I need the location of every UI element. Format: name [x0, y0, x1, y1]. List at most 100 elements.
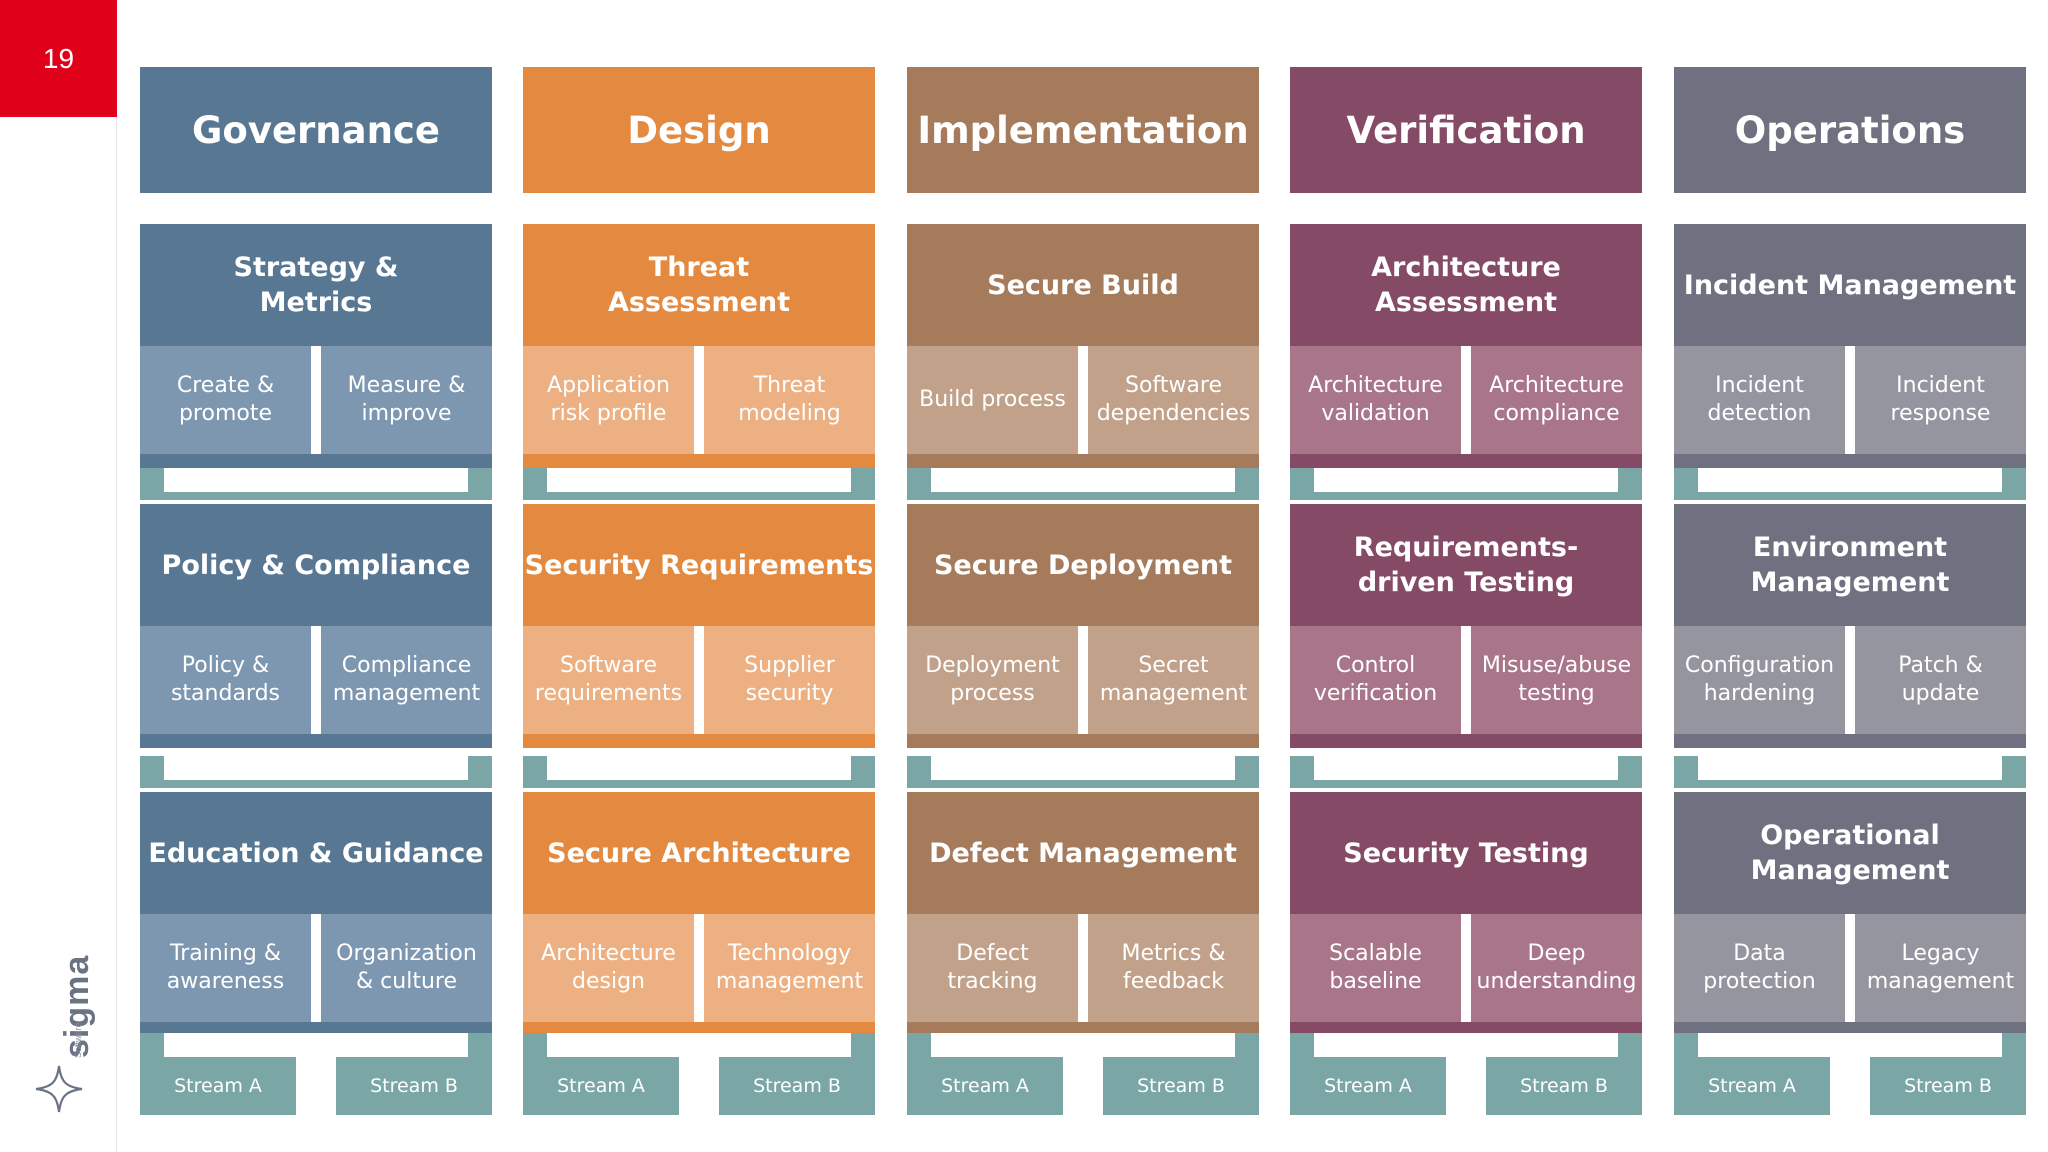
activity-b: Technology management — [704, 914, 875, 1022]
activity-a: Data protection — [1674, 914, 1845, 1022]
stream-connector — [1674, 468, 2026, 500]
stream-label-a: Stream A — [941, 1075, 1029, 1097]
activity-b: Measure & improve — [321, 346, 492, 454]
practice-title: Defect Management — [907, 792, 1259, 914]
activity-a: Scalable baseline — [1290, 914, 1461, 1022]
connector-gap — [1698, 756, 2002, 780]
stream-base: Stream A Stream B — [907, 1033, 1259, 1115]
stream-label-b: Stream B — [1137, 1075, 1225, 1097]
function-header: Implementation — [907, 67, 1259, 193]
activity-b: Supplier security — [704, 626, 875, 734]
function-header: Operations — [1674, 67, 2026, 193]
activity-a: Configuration hardening — [1674, 626, 1845, 734]
stream-gap — [1830, 1033, 1870, 1115]
stream-connector — [523, 756, 875, 788]
practice-title: Incident Management — [1674, 224, 2026, 346]
activity-b: Organization & culture — [321, 914, 492, 1022]
connector-gap — [1314, 468, 1618, 492]
stream-connector — [140, 756, 492, 788]
activity-b: Legacy management — [1855, 914, 2026, 1022]
activity-b: Compliance management — [321, 626, 492, 734]
practice-title: Architecture Assessment — [1290, 224, 1642, 346]
practice-title: Security Testing — [1290, 792, 1642, 914]
connector-gap — [931, 468, 1235, 492]
practice-title: Secure Architecture — [523, 792, 875, 914]
practice-base-strip — [1674, 454, 2026, 468]
activity-b: Metrics & feedback — [1088, 914, 1259, 1022]
activity-a: Policy & standards — [140, 626, 311, 734]
sidebar-divider — [116, 117, 117, 1152]
connector-gap — [547, 468, 851, 492]
function-header: Design — [523, 67, 875, 193]
practice-title: Security Requirements — [523, 504, 875, 626]
stream-gap — [679, 1033, 719, 1115]
stream-label-b: Stream B — [753, 1075, 841, 1097]
practice-base-strip — [140, 1022, 492, 1036]
stream-connector — [1290, 468, 1642, 500]
stream-base: Stream A Stream B — [523, 1033, 875, 1115]
activity-a: Create & promote — [140, 346, 311, 454]
practice-base-strip — [1290, 454, 1642, 468]
stream-label-a: Stream A — [557, 1075, 645, 1097]
stream-connector — [140, 468, 492, 500]
practice-base-strip — [140, 734, 492, 748]
practice-base-strip — [1290, 734, 1642, 748]
practice-base-strip — [1674, 734, 2026, 748]
practice-base-strip — [907, 454, 1259, 468]
activity-b: Secret management — [1088, 626, 1259, 734]
connector-gap — [547, 756, 851, 780]
stream-connector — [523, 468, 875, 500]
stream-gap — [1446, 1033, 1486, 1115]
stream-connector — [1674, 756, 2026, 788]
practice-title: Strategy & Metrics — [140, 224, 492, 346]
practice-title: Policy & Compliance — [140, 504, 492, 626]
activity-b: Patch & update — [1855, 626, 2026, 734]
activity-b: Threat modeling — [704, 346, 875, 454]
connector-gap — [1314, 756, 1618, 780]
practice-title: Operational Management — [1674, 792, 2026, 914]
activity-a: Defect tracking — [907, 914, 1078, 1022]
connector-gap — [931, 756, 1235, 780]
stream-connector — [1290, 756, 1642, 788]
activity-a: Architecture design — [523, 914, 694, 1022]
stream-gap — [296, 1033, 336, 1115]
activity-b: Incident response — [1855, 346, 2026, 454]
practice-base-strip — [907, 734, 1259, 748]
practice-base-strip — [1674, 1022, 2026, 1036]
stream-label-b: Stream B — [1520, 1075, 1608, 1097]
activity-b: Software dependencies — [1088, 346, 1259, 454]
slide-number: 19 — [0, 0, 117, 117]
stream-label-b: Stream B — [370, 1075, 458, 1097]
practice-title: Secure Build — [907, 224, 1259, 346]
stream-label-a: Stream A — [1324, 1075, 1412, 1097]
practice-base-strip — [1290, 1022, 1642, 1036]
practice-title: Threat Assessment — [523, 224, 875, 346]
logo-subtitle: Software — [73, 1022, 83, 1058]
practice-base-strip — [523, 454, 875, 468]
activity-a: Build process — [907, 346, 1078, 454]
stream-connector — [907, 468, 1259, 500]
activity-a: Deployment process — [907, 626, 1078, 734]
practice-title: Requirements- driven Testing — [1290, 504, 1642, 626]
stream-base: Stream A Stream B — [1290, 1033, 1642, 1115]
connector-gap — [164, 756, 468, 780]
practice-base-strip — [907, 1022, 1259, 1036]
connector-gap — [164, 468, 468, 492]
sigma-star-icon — [35, 1065, 83, 1113]
